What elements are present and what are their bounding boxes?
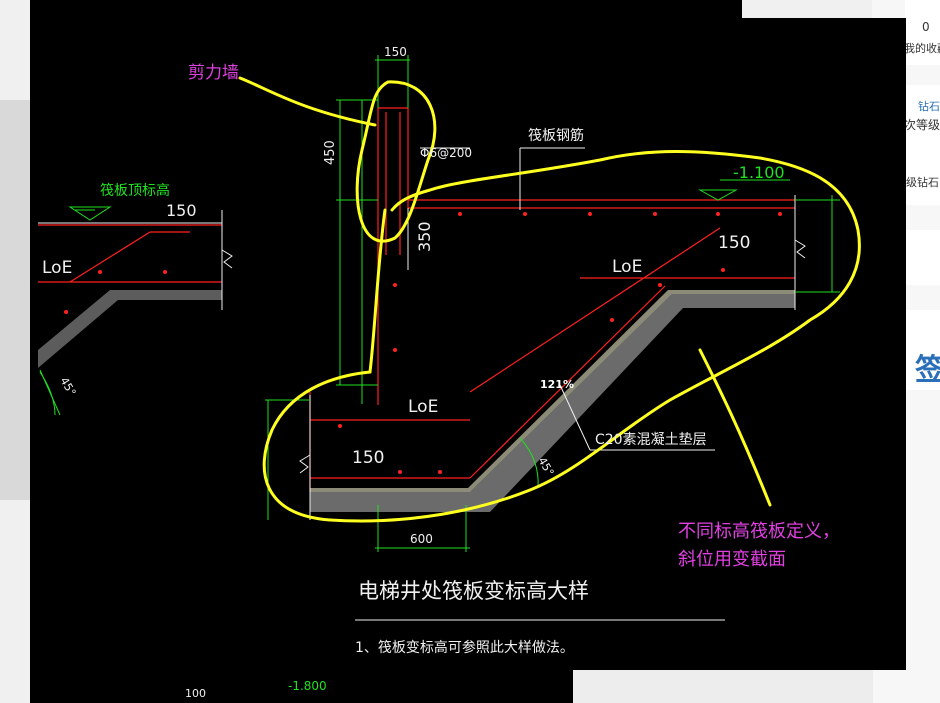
rebar-spec: Φ6@200 <box>420 146 472 160</box>
side-level3: 级钻石 <box>906 176 939 189</box>
raft-top-elev-label: 筏板顶标高 <box>100 182 170 199</box>
side-card-badges <box>905 230 940 285</box>
dim-150-left: 150 <box>166 201 197 220</box>
side-card-levels <box>905 85 940 205</box>
note-line-2: 斜位用变截面 <box>678 549 786 570</box>
red-dots <box>64 212 782 474</box>
dim-150-top: 150 <box>384 45 407 59</box>
left-slab-fill <box>38 290 222 368</box>
dim-600: 600 <box>410 532 433 546</box>
loe-left: LoE <box>42 258 72 278</box>
bottom-grey-area <box>573 670 873 703</box>
elev-bottom: -1.800 <box>288 679 327 693</box>
yellow-highlight <box>238 76 861 523</box>
concrete-cushion-label: C20素混凝土垫层 <box>595 432 707 448</box>
side-card-sign <box>905 310 940 390</box>
dim-150-right: 150 <box>718 233 750 253</box>
side-level2: 次等级 <box>904 118 940 132</box>
note-line-1: 不同标高筏板定义， <box>678 521 840 542</box>
side-fav[interactable]: 我的收藏 <box>904 42 940 55</box>
loe-bottom: LoE <box>408 397 438 417</box>
percent-label: 121% <box>540 378 574 391</box>
dim-100: 100 <box>185 687 206 700</box>
cad-drawing-window <box>30 18 906 670</box>
sign-button[interactable]: 签 <box>915 353 940 388</box>
left-detail <box>38 224 222 283</box>
left-strip <box>0 100 30 500</box>
dim-450: 450 <box>323 140 338 165</box>
side-level1[interactable]: 钻石 <box>918 100 940 113</box>
dim-350: 350 <box>415 221 434 252</box>
dim-150-bottom: 150 <box>352 448 384 468</box>
drawing-title: 电梯井处筏板变标高大样 <box>358 579 589 603</box>
angle-left: 45° <box>57 375 78 398</box>
shear-wall-label: 剪力墙 <box>188 63 239 83</box>
loe-right: LoE <box>612 257 642 277</box>
elev-top: -1.100 <box>733 163 785 182</box>
side-card-stats <box>905 0 940 65</box>
shear-wall <box>377 107 409 405</box>
side-count: 0 <box>922 20 930 34</box>
raft-rebar-label: 筏板钢筋 <box>528 127 584 144</box>
drawing-note: 1、筏板变标高可参照此大样做法。 <box>355 639 574 656</box>
